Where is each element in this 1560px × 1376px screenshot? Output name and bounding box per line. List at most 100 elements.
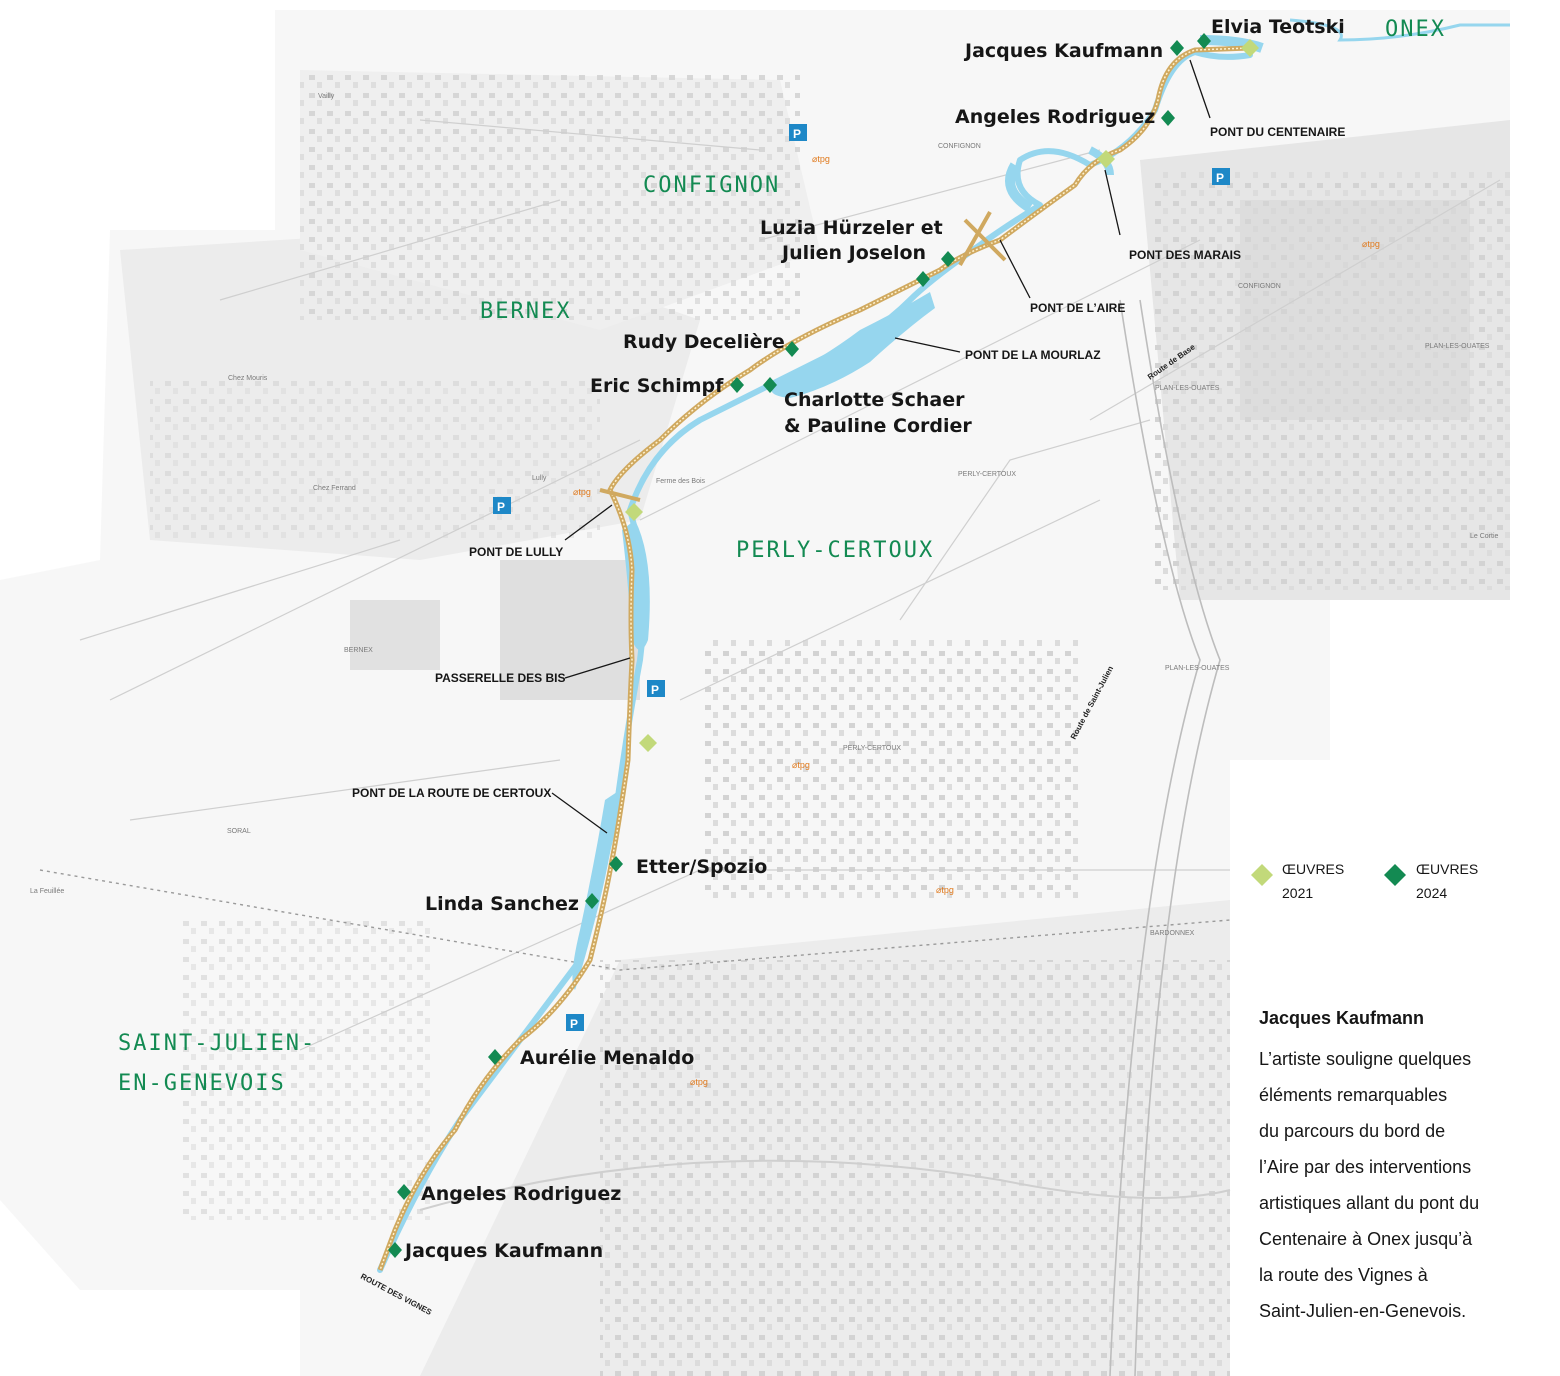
place-perly-certoux-2: PERLY-CERTOUX (843, 745, 901, 752)
tpg-icon: ⌀tpg (936, 885, 954, 895)
place-bernex-small: BERNEX (344, 647, 373, 654)
map-background (0, 10, 1510, 1376)
town-confignon: CONFIGNON (643, 173, 780, 198)
parking-icon[interactable]: P (493, 497, 511, 514)
town-perly-certoux: PERLY-CERTOUX (736, 538, 934, 563)
tpg-icon: ⌀tpg (792, 760, 810, 770)
artist-linda-sanchez[interactable]: Linda Sanchez (425, 893, 579, 915)
info-line: éléments remarquables (1259, 1085, 1448, 1105)
artist-angeles-rodriguez-south[interactable]: Angeles Rodriguez (421, 1183, 621, 1205)
artist-charlotte-schaer-line1[interactable]: Charlotte Schaer (784, 389, 965, 411)
place-la-feuillee: La Feuillée (30, 888, 64, 895)
bridge-pont-des-marais: PONT DES MARAIS (1129, 248, 1241, 262)
marker-2024[interactable] (585, 893, 599, 909)
info-description: L’artiste souligne quelques éléments rem… (1259, 1041, 1549, 1329)
marker-2024[interactable] (785, 341, 799, 357)
info-line: du parcours du bord de (1259, 1121, 1446, 1141)
place-confignon-small-2: CONFIGNON (1238, 283, 1281, 290)
marker-2024[interactable] (488, 1049, 502, 1065)
marker-2021[interactable] (1241, 39, 1259, 57)
marker-2024[interactable] (763, 377, 777, 393)
marker-2024[interactable] (941, 251, 955, 267)
artist-etter-spozio[interactable]: Etter/Spozio (636, 856, 767, 878)
marker-2021[interactable] (639, 734, 657, 752)
tpg-icon: ⌀tpg (1362, 239, 1380, 249)
info-line: L’artiste souligne quelques (1259, 1049, 1472, 1069)
place-ferme-des-bois: Ferme des Bois (656, 478, 706, 485)
info-line: artistiques allant du pont du (1259, 1193, 1480, 1213)
town-bernex: BERNEX (480, 299, 571, 324)
legend-2024-year: 2024 (1416, 885, 1447, 901)
svg-text:P: P (570, 1017, 578, 1031)
place-plan-les-ouates-2: PLAN-LES-OUATES (1425, 343, 1490, 350)
markers-2021 (625, 39, 1259, 752)
place-chez-mouris: Chez Mouris (228, 375, 268, 382)
artist-jacques-kaufmann-north[interactable]: Jacques Kaufmann (963, 40, 1163, 62)
artist-elvia-teotski[interactable]: Elvia Teotski (1211, 16, 1345, 38)
bridge-leaders (551, 59, 1211, 834)
parking-icon[interactable]: P (647, 680, 665, 697)
parking-icon[interactable]: P (1212, 168, 1230, 185)
info-line: l’Aire par des interventions (1259, 1157, 1472, 1177)
bridge-pont-de-l-aire: PONT DE L’AIRE (1030, 301, 1125, 315)
place-vailly: Vailly (318, 93, 335, 100)
bridge-pont-route-de-certoux: PONT DE LA ROUTE DE CERTOUX (352, 786, 551, 800)
bridge-pont-du-centenaire: PONT DU CENTENAIRE (1210, 125, 1345, 139)
bridge-labels: PONT DU CENTENAIRE PONT DES MARAIS PONT … (352, 125, 1345, 800)
parking-icon[interactable]: P (566, 1014, 584, 1031)
place-plan-les-ouates-3: PLAN-LES-OUATES (1165, 665, 1230, 672)
artist-jacques-kaufmann-south[interactable]: Jacques Kaufmann (403, 1240, 603, 1262)
artist-labels: Elvia Teotski Jacques Kaufmann Angeles R… (403, 16, 1345, 1262)
town-saint-julien-2: EN-GENEVOIS (118, 1071, 286, 1096)
artist-angeles-rodriguez-north[interactable]: Angeles Rodriguez (955, 106, 1155, 128)
artist-luzia-hurzeler-line2[interactable]: Julien Joselon (780, 242, 926, 264)
tpg-icons: ⌀tpg ⌀tpg ⌀tpg ⌀tpg ⌀tpg ⌀tpg (573, 154, 1380, 1087)
marker-2024[interactable] (1161, 110, 1175, 126)
place-chez-ferrand: Chez Ferrand (313, 485, 356, 492)
bridge-passerelle-des-bis: PASSERELLE DES BIS (435, 671, 565, 685)
place-perly-certoux-1: PERLY-CERTOUX (958, 471, 1016, 478)
artist-rudy-deceliere[interactable]: Rudy Decelière (623, 331, 785, 353)
place-le-cortie: Le Cortie (1470, 533, 1499, 540)
parking-icon[interactable]: P (789, 124, 807, 141)
marker-2024[interactable] (388, 1242, 402, 1258)
place-soral: SORAL (227, 828, 251, 835)
info-panel: Jacques Kaufmann L’artiste souligne quel… (1259, 1008, 1549, 1329)
info-line: la route des Vignes à (1259, 1265, 1428, 1285)
marker-2024[interactable] (397, 1184, 411, 1200)
walking-path (377, 45, 1251, 1271)
parking-icons: P P P P P (493, 124, 1230, 1031)
artist-luzia-hurzeler-line1[interactable]: Luzia Hürzeler et (760, 217, 943, 239)
bridge-pont-de-lully: PONT DE LULLY (469, 545, 563, 559)
svg-text:P: P (793, 127, 801, 141)
place-plan-les-ouates-1: PLAN-LES-OUATES (1155, 385, 1220, 392)
svg-text:P: P (651, 683, 659, 697)
town-onex: ONEX (1385, 17, 1446, 42)
legend-marker-2021-icon (1251, 864, 1273, 886)
place-bardonnex: BARDONNEX (1150, 930, 1195, 937)
place-lully: Lully (532, 475, 547, 482)
markers-2024 (388, 33, 1211, 1258)
info-title: Jacques Kaufmann (1259, 1008, 1425, 1028)
legend-2021-label: ŒUVRES (1282, 861, 1344, 877)
artist-eric-schimpf[interactable]: Eric Schimpf (590, 375, 724, 397)
marker-2021[interactable] (1097, 150, 1115, 168)
marker-2024[interactable] (916, 271, 930, 287)
marker-2024[interactable] (730, 377, 744, 393)
legend-2021-year: 2021 (1282, 885, 1313, 901)
artist-aurelie-menaldo[interactable]: Aurélie Menaldo (520, 1047, 694, 1069)
marker-2024[interactable] (609, 856, 623, 872)
minor-place-labels: Vailly CONFIGNON CONFIGNON PLAN-LES-OUAT… (30, 93, 1499, 937)
svg-text:P: P (497, 500, 505, 514)
marker-2024[interactable] (1197, 33, 1211, 49)
place-confignon-small: CONFIGNON (938, 143, 981, 150)
artist-charlotte-schaer-line2[interactable]: & Pauline Cordier (784, 415, 972, 437)
svg-text:P: P (1216, 171, 1224, 185)
legend: ŒUVRES 2021 ŒUVRES 2024 (1251, 861, 1478, 901)
tpg-icon: ⌀tpg (812, 154, 830, 164)
tpg-icon: ⌀tpg (573, 487, 591, 497)
town-labels: ONEX CONFIGNON BERNEX PERLY-CERTOUX SAIN… (118, 17, 1446, 1096)
marker-2024[interactable] (1170, 40, 1184, 56)
marker-2021[interactable] (625, 503, 643, 521)
